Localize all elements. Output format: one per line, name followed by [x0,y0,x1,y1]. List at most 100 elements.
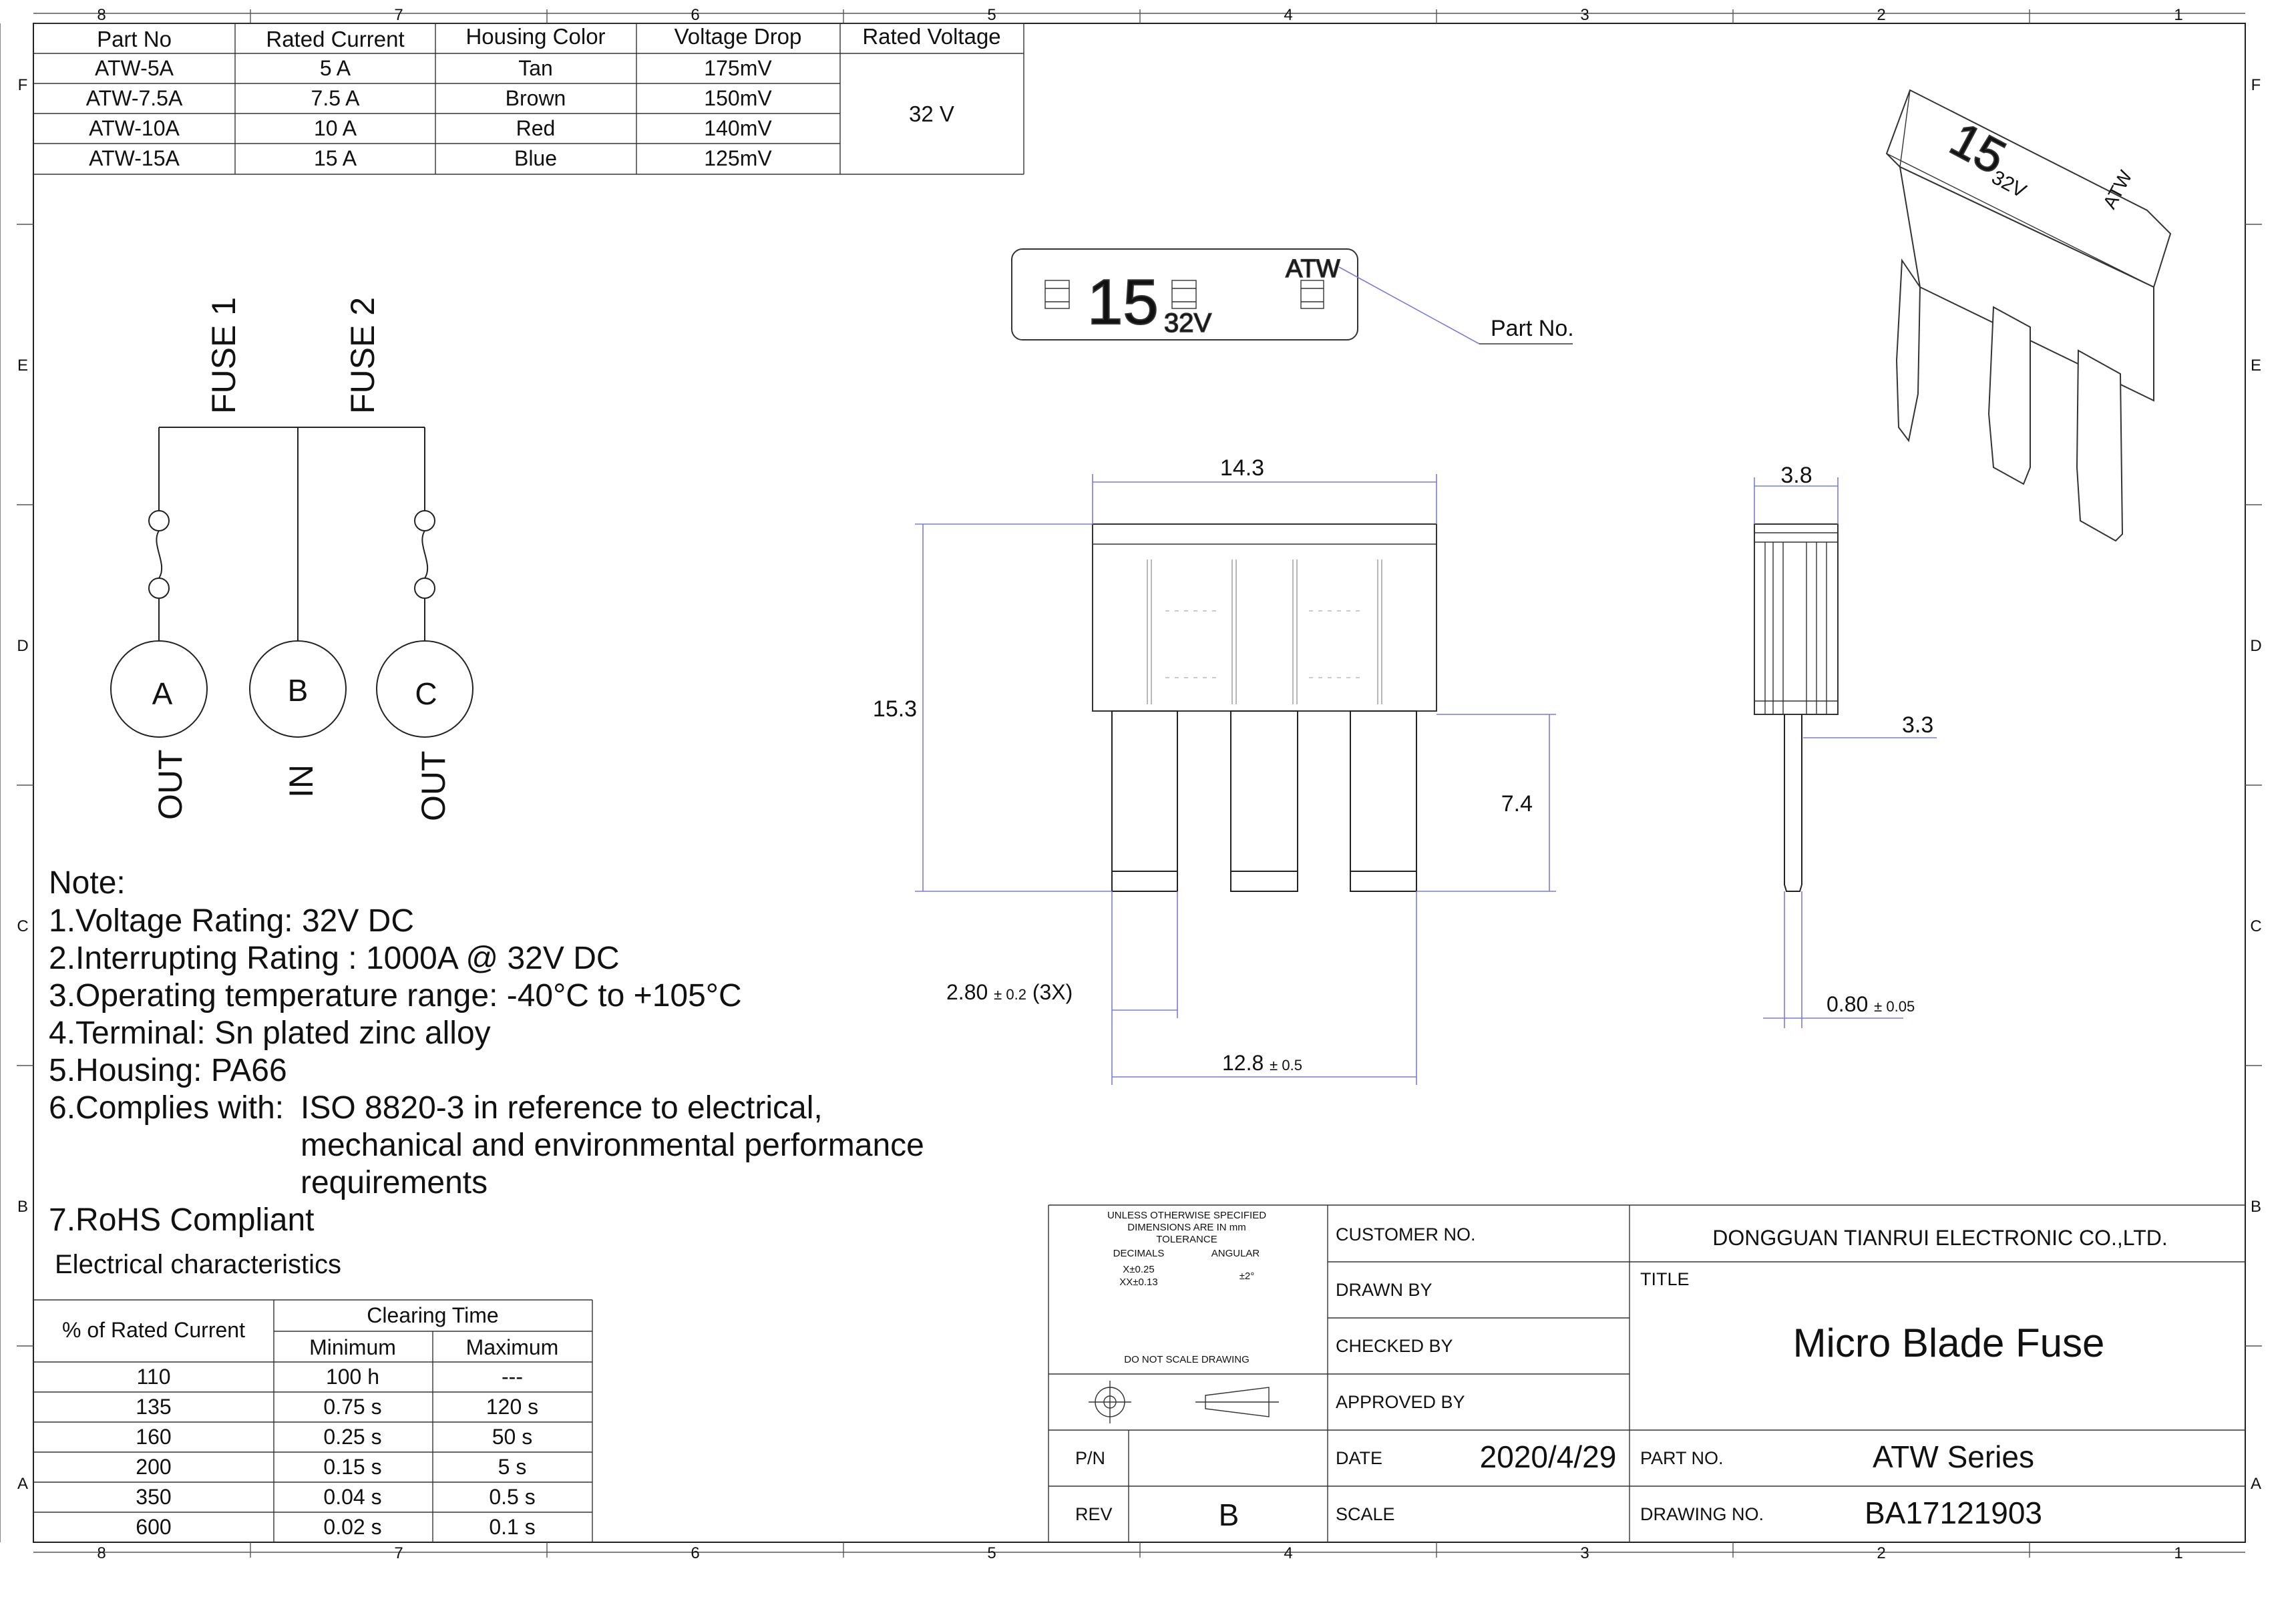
zone-row-label: F [2251,76,2261,94]
drawing-title: Micro Blade Fuse [1793,1321,2105,1365]
terminal-c-role: OUT [415,750,452,821]
zone-labels-left: F E D C B A [17,76,28,1493]
tolerance-line: TOLERANCE [1156,1234,1217,1245]
checked-by-label: CHECKED BY [1336,1336,1453,1356]
electrical-cell: 50 s [492,1425,532,1449]
zone-col-label: 7 [394,6,403,24]
zone-col-label: 3 [1580,1544,1589,1562]
rev-value: B [1219,1498,1239,1532]
electrical-cell: 0.5 s [489,1485,535,1509]
spec-header-rated-current: Rated Current [266,27,404,51]
electrical-cell: 110 [136,1365,170,1389]
tolerance-angle: ±2° [1239,1271,1255,1282]
spec-table: Part No Rated Current Housing Color Volt… [33,23,1024,175]
pn-label: P/N [1075,1448,1105,1468]
zone-col-label: 3 [1580,6,1589,24]
customer-no-label: CUSTOMER NO. [1336,1224,1476,1244]
terminal-b-role: IN [282,764,320,798]
spec-cell: Red [516,116,556,140]
zone-row-label: D [2250,637,2261,655]
electrical-cell: 350 [136,1485,171,1509]
title-block: UNLESS OTHERWISE SPECIFIED DIMENSIONS AR… [1048,1204,2245,1542]
fuse-front-view [1092,523,1437,892]
electrical-cell: 600 [136,1515,171,1539]
electrical-title: Electrical characteristics [55,1250,341,1279]
dim-side-step-value: 3.3 [1902,712,1933,738]
note-line: mechanical and environmental performance [301,1128,924,1163]
spec-header-part-no: Part No [97,27,172,51]
zone-col-label: 1 [2174,6,2182,24]
zone-col-label: 8 [97,6,106,24]
drawing-no-label: DRAWING NO. [1640,1504,1764,1524]
zone-col-label: 4 [1284,6,1292,24]
dim-blade-span-label: 12.8 ± 0.5 [1222,1051,1302,1075]
terminal-c-label: C [415,676,437,711]
zone-col-label: 8 [97,1544,106,1562]
electrical-cell: 100 h [326,1365,379,1389]
drawing-frame [0,13,2246,1553]
dim-blade-width-qty: (3X) [1032,980,1073,1004]
zone-row-label: B [17,1198,28,1216]
date-value: 2020/4/29 [1480,1439,1617,1474]
fuse-2-label: FUSE 2 [344,297,381,414]
spec-cell: ATW-15A [89,146,180,170]
zone-row-label: F [18,76,28,94]
fuse-1-label: FUSE 1 [205,297,242,414]
electrical-header-max: Maximum [466,1335,559,1359]
company-name: DONGGUAN TIANRUI ELECTRONIC CO.,LTD. [1712,1226,2168,1250]
spec-cell: 125mV [704,146,772,170]
dim-blade-thickness-label: 0.80 ± 0.05 [1827,992,1915,1016]
note-line: 7.RoHS Compliant [49,1202,315,1238]
electrical-cell: 5 s [498,1455,527,1479]
zone-row-label: B [2251,1198,2261,1216]
zone-row-label: E [2251,357,2261,375]
tolerance-angular: ANGULAR [1211,1248,1260,1259]
spec-rated-voltage-value: 32 V [909,101,954,126]
zone-row-label: D [17,637,28,655]
dim-blade-span-tol: ± 0.5 [1270,1057,1302,1074]
rev-label: REV [1075,1504,1113,1524]
spec-cell: Brown [506,86,566,110]
electrical-header-clearing: Clearing Time [367,1303,498,1327]
electrical-cell: 0.75 s [323,1395,381,1419]
electrical-header-rated: % of Rated Current [62,1318,245,1342]
dim-side-thickness-value: 3.8 [1780,463,1812,488]
marking-brand: ATW [1286,255,1340,283]
tolerance-xx: XX±0.13 [1119,1277,1157,1288]
notes-heading: Note: [49,865,126,901]
zone-row-label: A [17,1475,28,1493]
spec-cell: Tan [518,56,553,80]
fuse-symbol-1 [148,510,170,599]
zone-labels-bottom: 8 7 6 5 4 3 2 1 [97,1544,2182,1562]
spec-header-voltage-drop: Voltage Drop [675,24,802,49]
projection-symbol-icon [1089,1381,1279,1423]
electrical-cell: 160 [136,1425,171,1449]
note-line: 1.Voltage Rating: 32V DC [49,903,414,939]
dim-blade-thickness-value: 0.80 [1827,992,1868,1016]
spec-cell: ATW-10A [89,116,180,140]
drawing-no-value: BA17121903 [1865,1496,2042,1530]
zone-labels-right: F E D C B A [2250,76,2261,1493]
zone-col-label: 5 [987,1544,996,1562]
note-line: 4.Terminal: Sn plated zinc alloy [49,1015,491,1051]
spec-cell: 150mV [704,86,772,110]
tolerance-line: UNLESS OTHERWISE SPECIFIED [1107,1210,1266,1221]
part-no-value: ATW Series [1873,1439,2034,1474]
zone-col-label: 6 [691,1544,699,1562]
electrical-cell: 0.1 s [489,1515,535,1539]
spec-cell: ATW-5A [95,56,174,80]
electrical-cell: 0.25 s [323,1425,381,1449]
zone-row-label: C [17,917,28,935]
zone-row-label: E [17,357,28,375]
dim-blade-length-value: 7.4 [1501,791,1533,817]
spec-cell: 140mV [704,116,772,140]
fuse-top-marking-view: 15 32V ATW Part No. [1011,248,1574,345]
dim-blade-width-tol: ± 0.2 [994,986,1026,1003]
dim-blade-width-value: 2.80 [946,980,988,1004]
title-label: TITLE [1640,1269,1690,1289]
dim-width-value: 14.3 [1220,455,1264,481]
dim-blade-span-value: 12.8 [1222,1051,1264,1075]
note-line: 6.Complies with: [49,1090,284,1126]
zone-col-label: 7 [394,1544,403,1562]
